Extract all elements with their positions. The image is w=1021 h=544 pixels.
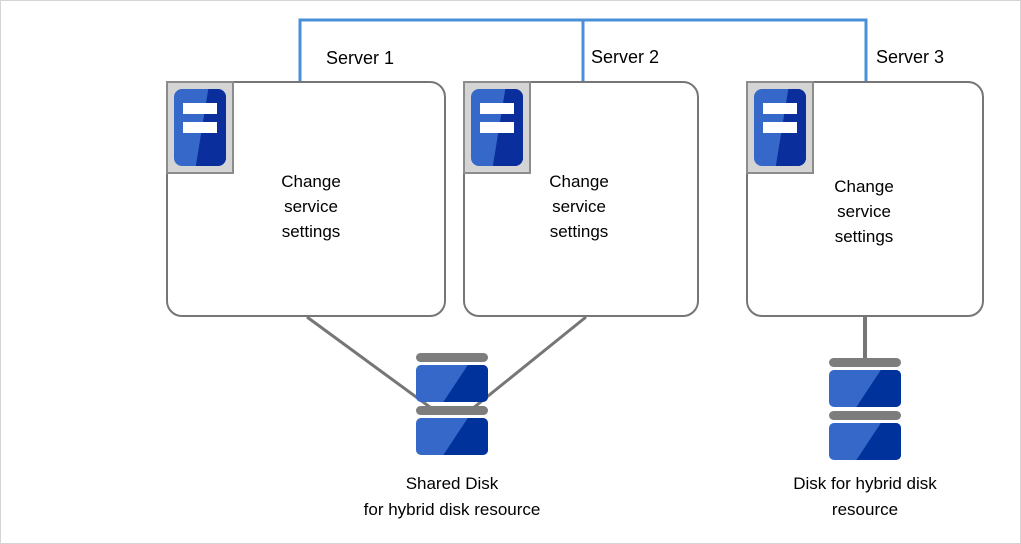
disk-platter-block-top: [829, 370, 901, 407]
server-icon-3: [746, 81, 814, 174]
server-slot-bar-top: [183, 103, 217, 114]
server-slot-bar-top: [480, 103, 514, 114]
server-slot-bar-bottom: [183, 122, 217, 133]
server-1-body-text: Change service settings: [281, 172, 341, 241]
server-chassis-icon: [471, 89, 523, 166]
server-slot-bar-bottom: [763, 122, 797, 133]
shared-disk-icon: [416, 353, 488, 455]
server-3-body-text: Change service settings: [834, 177, 894, 246]
disk-platter-bar-top: [416, 353, 488, 362]
hybrid-disk-caption: Disk for hybrid disk resource: [793, 474, 937, 519]
disk-platter-bar-bottom: [416, 406, 488, 415]
server-2-body-text: Change service settings: [549, 172, 609, 241]
server-slot-bar-bottom: [480, 122, 514, 133]
hybrid-disk-icon: [829, 358, 901, 460]
disk-platter-block-bottom: [416, 418, 488, 455]
shared-disk-caption: Shared Disk for hybrid disk resource: [363, 474, 541, 519]
server-icon-1: [166, 81, 234, 174]
server-slot-bar-top: [763, 103, 797, 114]
disk-platter-block-top: [416, 365, 488, 402]
server-chassis-icon: [174, 89, 226, 166]
server-2-label: Server 2: [591, 47, 660, 67]
server-box-1[interactable]: [166, 81, 446, 317]
disk-platter-bar-top: [829, 358, 901, 367]
interconnect-network-bracket: [298, 18, 868, 81]
server-3-label: Server 3: [876, 47, 945, 67]
disk-platter-block-bottom: [829, 423, 901, 460]
server-chassis-icon: [754, 89, 806, 166]
disk-platter-bar-bottom: [829, 411, 901, 420]
disk-connector-lines: [306, 315, 867, 415]
server-1-label: Server 1: [326, 48, 395, 68]
server-icon-2: [463, 81, 531, 174]
